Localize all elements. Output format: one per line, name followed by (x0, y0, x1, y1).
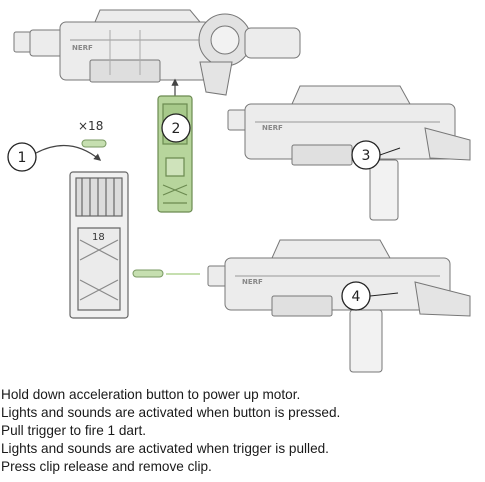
clip-number: 18 (92, 232, 105, 243)
svg-text:4: 4 (352, 289, 361, 305)
nerf-logo-bottom: NERF (242, 278, 263, 286)
instruction-illustration: NERF ×18 18 NERF (7, 9, 471, 373)
nerf-logo-middle: NERF (262, 124, 283, 132)
svg-text:2: 2 (172, 121, 181, 137)
step-marker-2: 2 (161, 113, 191, 143)
instruction-line: Lights and sounds are activated when but… (1, 405, 341, 420)
dart-icon (81, 139, 107, 148)
instruction-line: Hold down acceleration button to power u… (1, 387, 301, 402)
instruction-line: Pull trigger to fire 1 dart. (1, 423, 147, 438)
instruction-list: Hold down acceleration button to power u… (1, 386, 483, 476)
step-marker-4: 4 (341, 281, 371, 311)
blaster-middle (227, 85, 471, 221)
dart-clip (69, 171, 129, 319)
step-marker-3: 3 (351, 140, 381, 170)
step-marker-1: 1 (7, 142, 37, 172)
blaster-bottom (207, 239, 471, 373)
flying-dart (132, 269, 164, 278)
nerf-logo-top: NERF (72, 44, 93, 52)
arrow-load-darts (35, 144, 102, 161)
dart-count-label: ×18 (78, 119, 103, 133)
instruction-line: Lights and sounds are activated when tri… (1, 441, 329, 456)
instruction-line: Press clip release and remove clip. (1, 459, 212, 474)
svg-text:3: 3 (362, 148, 371, 164)
svg-text:1: 1 (18, 150, 27, 166)
blaster-top (13, 9, 301, 96)
